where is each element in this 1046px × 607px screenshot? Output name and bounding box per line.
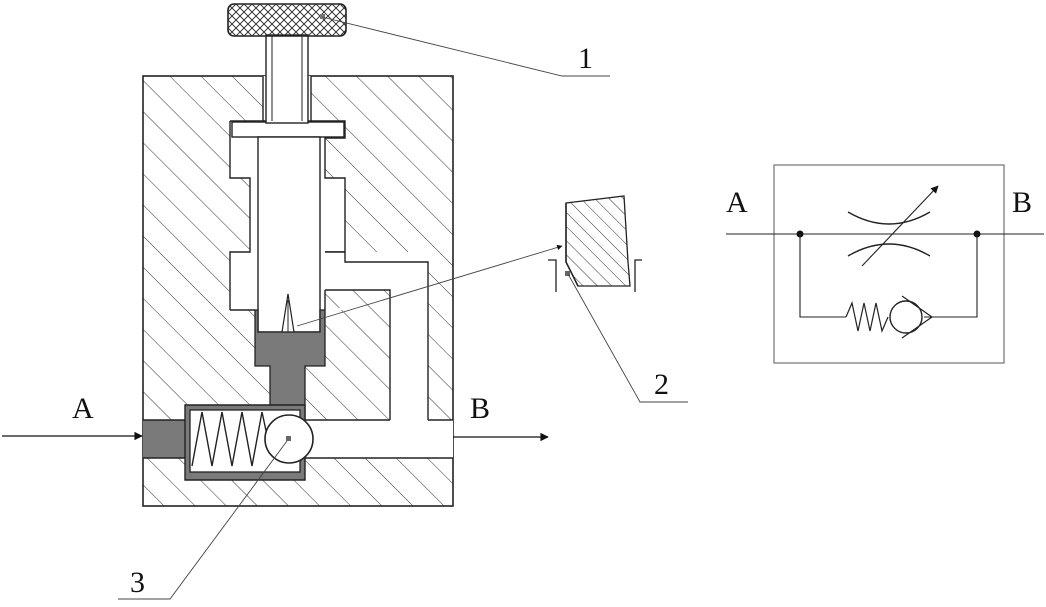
knurled-knob-icon — [227, 3, 347, 37]
symbol-frame — [773, 164, 1005, 364]
spring-icon — [191, 411, 269, 467]
detail-pointer-arrow — [296, 244, 563, 327]
symbol-spring-icon — [845, 301, 889, 333]
part-leaders: 1 2 3 — [118, 16, 688, 600]
fluid-chamber — [254, 309, 326, 421]
port-a-label: A — [72, 392, 94, 425]
check-valve-icon — [889, 300, 923, 334]
hydraulic-symbol: A B — [726, 164, 1044, 364]
valve-section-view: A B — [2, 3, 549, 507]
check-branch-line — [799, 234, 978, 318]
adjustable-throttle-icon — [847, 185, 939, 267]
part-number-3: 3 — [130, 566, 145, 599]
needle-detail-view — [296, 195, 642, 327]
plunger-collar — [231, 121, 345, 138]
part-number-2: 2 — [654, 368, 669, 401]
port-b-label: B — [470, 392, 490, 425]
part-number-1: 1 — [578, 42, 593, 75]
symbol-port-b-label: B — [1012, 186, 1032, 219]
flow-channel-right — [305, 420, 453, 458]
symbol-port-a-label: A — [726, 186, 748, 219]
detail-needle-tip — [565, 195, 631, 287]
